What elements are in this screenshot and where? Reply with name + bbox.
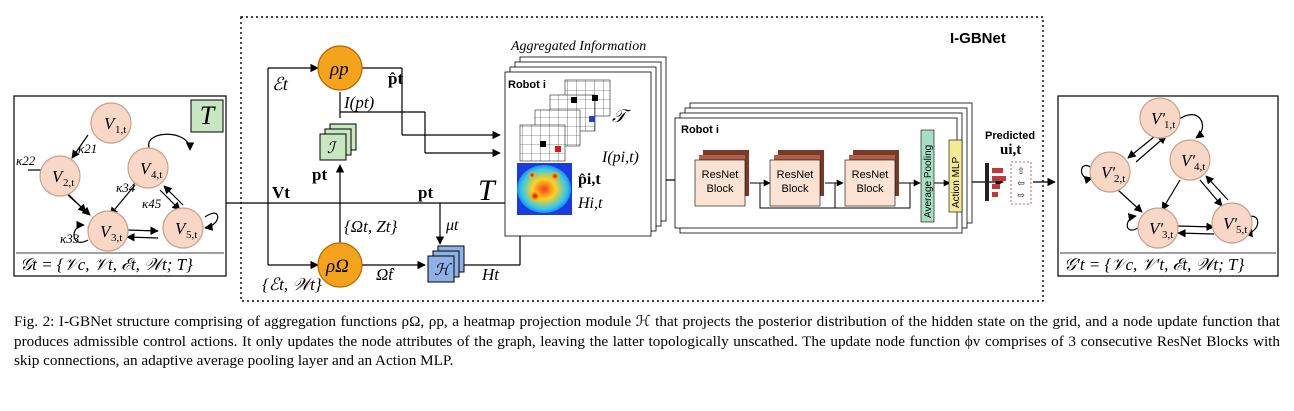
edge-label-k34: κ34: [116, 180, 136, 195]
svg-text:2,t: 2,t: [63, 177, 74, 189]
H-module: ℋ: [427, 245, 465, 283]
output-graph-formula: 𝒢′t = {𝒱c, 𝒱′t, ℰt, 𝒲t; T}: [1064, 255, 1244, 274]
input-node-V5: V 5,t: [162, 207, 204, 249]
label-omega-z: {Ωt, Zt}: [344, 217, 397, 236]
igbnet-box: [240, 16, 1044, 302]
input-T-box: [190, 99, 224, 133]
output-node-V2: V′ 2,t: [1089, 151, 1131, 193]
occupancy-grid: [519, 79, 611, 182]
predicted-label: Predicted: [985, 130, 1035, 142]
svg-text:ℋ: ℋ: [434, 262, 452, 279]
svg-text:ResNet: ResNet: [702, 169, 739, 181]
label-p-t-under-I: pt: [312, 165, 327, 184]
main-connectors: [226, 63, 1056, 270]
input-node-V4: V 4,t: [127, 147, 169, 189]
svg-text:⇧: ⇧: [1017, 166, 1025, 176]
svg-text:Block: Block: [782, 183, 809, 195]
svg-text:⇨: ⇨: [1017, 190, 1025, 200]
svg-text:V′: V′: [1223, 214, 1237, 233]
svg-text:ℐ: ℐ: [327, 140, 337, 157]
label-p-t-line: pt: [418, 183, 433, 202]
edge-label-k33: κ33: [60, 231, 80, 246]
svg-text:Action MLP: Action MLP: [951, 157, 962, 208]
label-E-t: ℰt: [272, 74, 289, 94]
label-T-big: T: [478, 174, 497, 207]
label-u-it: ui,t: [1000, 142, 1021, 158]
rho-omega-node: ρΩ: [317, 242, 363, 288]
resnet-block-2: ResNet Block: [769, 150, 824, 207]
aggregated-title: Aggregated Information: [510, 39, 646, 54]
output-graph-panel: V′ 1,t V′ 2,t V′ 4,t V′ 3,t V′ 5,t 𝒢′t =…: [1057, 95, 1279, 277]
label-mu-t: μt: [445, 217, 459, 234]
label-omega-hat: Ω̂t: [376, 265, 395, 284]
svg-text:ρp: ρp: [329, 59, 349, 80]
igbnet-diagram: T V 1,t V 2,t V: [13, 16, 1279, 302]
svg-text:V′: V′: [1149, 219, 1163, 238]
output-node-V3: V′ 3,t: [1137, 207, 1179, 249]
label-p-hat: p̂t: [388, 69, 403, 88]
average-pooling: Average Pooling: [920, 129, 935, 223]
label-E-W: {ℰt, 𝒲t}: [262, 275, 322, 294]
svg-text:3,t: 3,t: [111, 232, 122, 244]
label-p-hat-it: p̂i,t: [578, 171, 601, 188]
label-V-t: Vt: [272, 183, 290, 202]
edge-label-k45: κ45: [142, 196, 162, 211]
input-graph-formula: 𝒢t = {𝒱c, 𝒱t, ℰt, 𝒲t; T}: [20, 255, 193, 274]
svg-text:V′: V′: [1151, 109, 1165, 128]
svg-text:V: V: [52, 167, 65, 186]
svg-text:4,t: 4,t: [151, 169, 162, 181]
svg-text:⇦: ⇦: [1017, 178, 1025, 188]
robot-i-agg-label: Robot i: [508, 79, 546, 91]
svg-text:V′: V′: [1181, 151, 1195, 170]
predicted-bars: ⇧ ⇦ ⇨: [985, 161, 1032, 205]
I-module: ℐ: [319, 123, 357, 161]
svg-text:V′: V′: [1101, 163, 1115, 182]
input-node-V3: V 3,t: [87, 210, 129, 252]
svg-text:Average Pooling: Average Pooling: [923, 145, 934, 218]
label-I-p-it: I(pi,t): [601, 149, 639, 166]
heatmap: [517, 163, 572, 215]
igbnet-title: I-GBNet: [950, 30, 1006, 47]
output-node-V4: V′ 4,t: [1169, 139, 1211, 181]
svg-text:5,t: 5,t: [186, 229, 197, 241]
svg-text:V: V: [100, 222, 113, 241]
edge-label-k22: κ22: [16, 153, 36, 168]
label-H-t: Ht: [481, 265, 500, 284]
svg-text:ResNet: ResNet: [852, 169, 889, 181]
input-graph-edges: [28, 133, 219, 243]
output-node-V1: V′ 1,t: [1139, 97, 1181, 139]
input-T-label: T: [200, 101, 216, 130]
resnet-block-3: ResNet Block: [844, 150, 899, 207]
svg-text:ρΩ: ρΩ: [325, 256, 349, 277]
input-node-V1: V 1,t: [90, 102, 132, 144]
svg-text:Block: Block: [857, 183, 884, 195]
figure-caption: Fig. 2: I-GBNet structure comprising of …: [14, 313, 1280, 369]
svg-text:Block: Block: [707, 183, 734, 195]
rho-p-node: ρp: [317, 45, 363, 91]
label-H-it: Hi,t: [577, 195, 603, 212]
svg-text:3,t: 3,t: [1162, 229, 1173, 241]
svg-text:ResNet: ResNet: [777, 169, 814, 181]
robot-i-upd-label: Robot i: [681, 124, 719, 136]
svg-text:V: V: [175, 219, 188, 238]
resnet-connectors: [750, 179, 951, 209]
input-node-V2: V 2,t: [39, 155, 81, 197]
output-node-V5: V′ 5,t: [1211, 202, 1253, 244]
svg-text:1,t: 1,t: [115, 124, 126, 136]
svg-text:1,t: 1,t: [1164, 119, 1175, 131]
svg-text:V: V: [140, 159, 153, 178]
svg-text:V: V: [104, 114, 117, 133]
input-graph-panel: T V 1,t V 2,t V: [13, 95, 227, 277]
edge-label-k21: κ21: [78, 141, 97, 156]
svg-text:2,t: 2,t: [1114, 173, 1125, 185]
svg-text:5,t: 5,t: [1236, 224, 1247, 236]
label-I-p: I(pt): [343, 93, 375, 112]
svg-text:4,t: 4,t: [1194, 161, 1205, 173]
resnet-block-1: ResNet Block: [694, 150, 749, 207]
action-mlp: Action MLP: [948, 139, 963, 213]
